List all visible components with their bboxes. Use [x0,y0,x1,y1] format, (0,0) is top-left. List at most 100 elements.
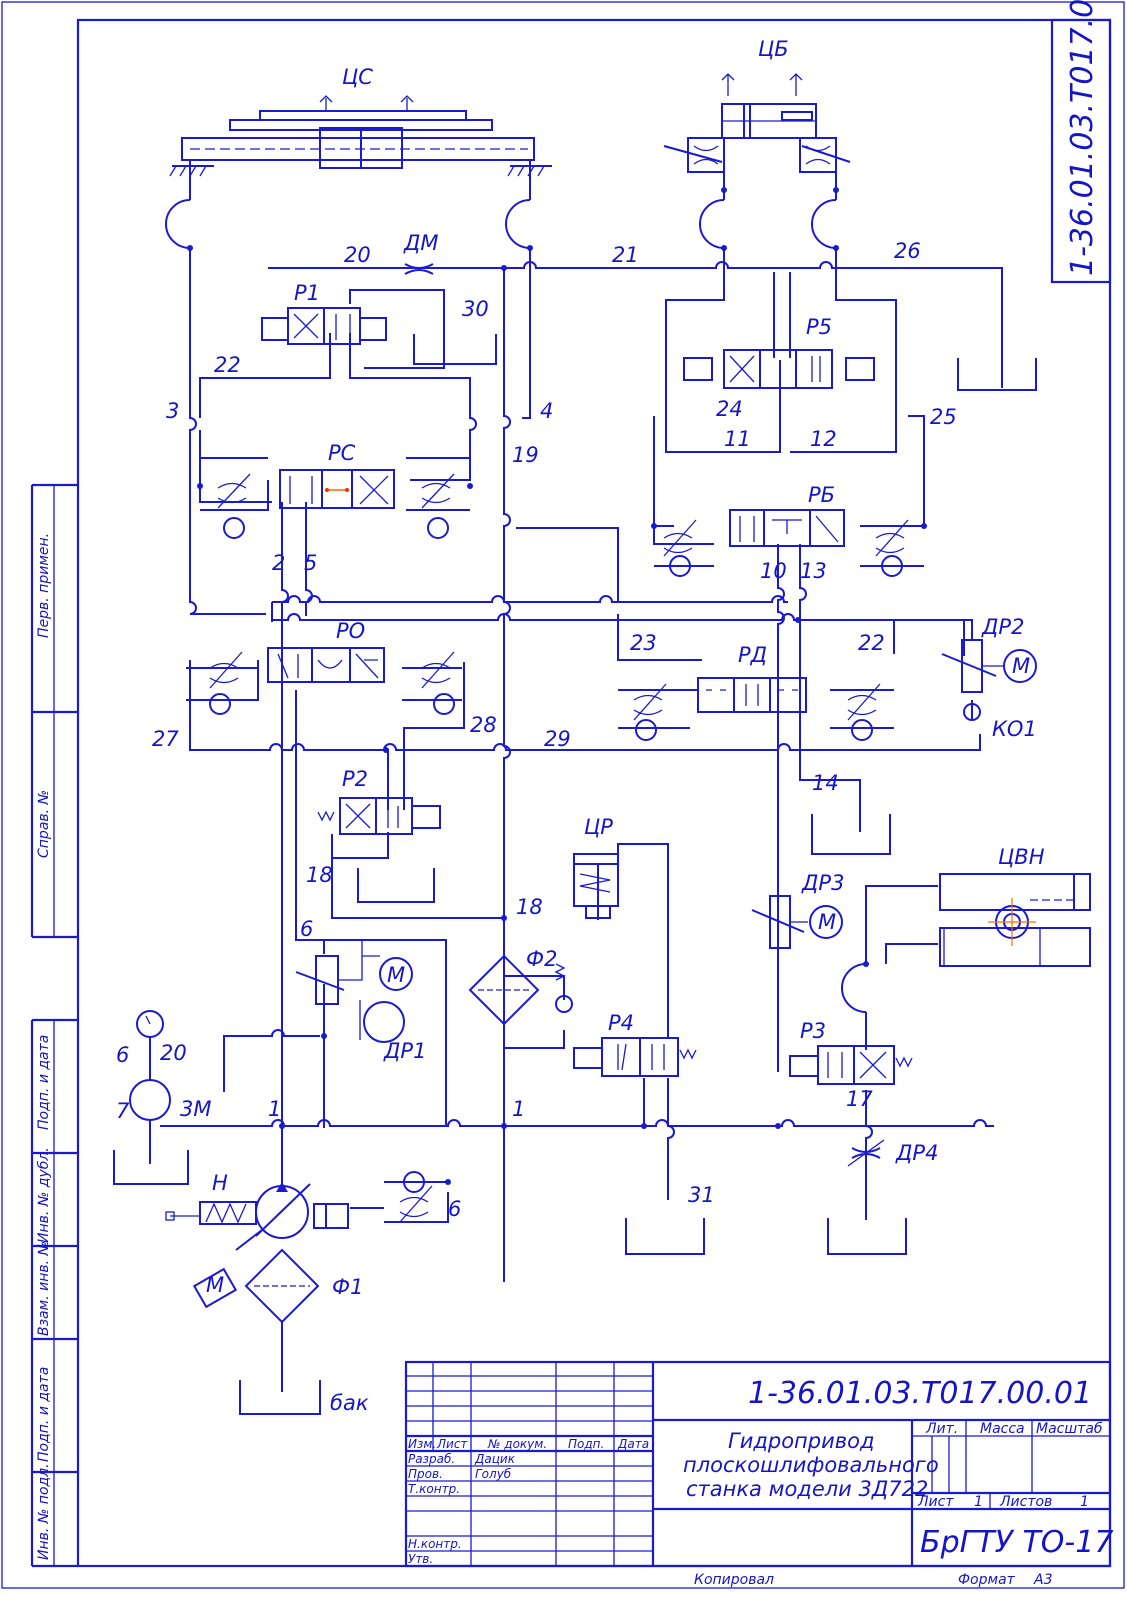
code-stamp-box [1050,18,1112,284]
line-no-6-left: 6 [116,1043,129,1067]
label-dm: ДМ [403,231,439,255]
tb-role-3: Н.контр. [408,1537,462,1551]
side-label-sign-date-2: Подп. и дата [36,1367,52,1462]
line-no-17: 17 [846,1087,873,1111]
cylinder-cvn [841,873,1091,1013]
line-no-22-top: 22 [214,353,241,377]
tb-title-line-2: плоскошлифовального [683,1453,939,1477]
label-dr4: ДР4 [895,1141,938,1165]
tb-name-1: Голуб [475,1467,512,1481]
tb-col-doc: № докум. [487,1437,547,1451]
cylinder-cb [663,73,851,249]
tb-sheets-label: Листов [999,1494,1052,1510]
tank-14 [811,814,891,855]
line-no-25: 25 [930,405,957,429]
valve-r3 [789,1045,913,1085]
tb-role-2: Т.контр. [408,1482,460,1496]
label-tank: бак [330,1391,369,1415]
format-value: А3 [1033,1572,1052,1588]
throttle-dm [404,263,434,275]
throttle-dr3 [751,895,843,949]
tb-title-line-1: Гидропривод [728,1429,875,1453]
label-f1: Ф1 [332,1275,363,1299]
valve-rd [697,677,807,713]
tb-sheet-label: Лист [917,1494,954,1510]
tank-30 [413,334,497,365]
tb-lit: Лит. [925,1421,958,1437]
rotated-drawing-code: 1-36.01.03.T017.00.01 [1065,0,1100,276]
valve-r2 [317,797,441,835]
side-label-sign-date-1: Подп. и дата [36,1035,52,1130]
line-no-7: 7 [116,1099,130,1123]
line-no-26: 26 [894,239,921,263]
tb-role-1: Пров. [408,1467,443,1481]
label-r3: Р3 [800,1019,826,1043]
label-cb: ЦБ [758,37,789,61]
tb-title-line-3: станка модели 3Д722 [686,1477,928,1501]
line-no-20: 20 [344,243,371,267]
line-no-14: 14 [812,771,839,795]
pipelines [160,248,1003,1282]
tb-org: БрГТУ ТО-17 [920,1525,1113,1560]
filter-f1 [239,1248,321,1415]
line-no-20-bottom: 20 [160,1041,187,1065]
line-no-21: 21 [612,243,639,267]
cylinder-cr [573,853,619,920]
tank-31 [625,1218,705,1255]
label-zm: 3М [180,1097,211,1121]
label-r5: Р5 [806,315,832,339]
line-no-13: 13 [800,559,827,583]
title-block [404,1360,1112,1568]
line-no-23: 23 [630,631,657,655]
tank-26 [957,358,1037,391]
tb-col-sign: Подп. [568,1437,604,1451]
label-r2: Р2 [342,767,368,791]
motor-dr2: М [1012,654,1030,678]
tb-drawing-code: 1-36.01.03.T017.00.01 [748,1376,1092,1411]
side-label-ref-no: Справ. № [36,790,52,858]
line-no-10: 10 [760,559,787,583]
label-rb: РБ [808,483,835,507]
line-no-31: 31 [688,1183,715,1207]
gauge-3m [113,1010,189,1185]
side-strip [30,483,78,1568]
valve-rb [729,509,845,547]
motor-dr1: М [387,963,405,987]
line-no-19: 19 [512,443,539,467]
label-cs: ЦС [342,65,373,89]
line-no-11: 11 [724,427,751,451]
label-cvn: ЦВН [998,845,1045,869]
format-label: Формат [958,1572,1016,1588]
label-r1: Р1 [294,281,320,305]
line-no-24: 24 [716,397,743,421]
valve-r1 [261,307,387,345]
line-no-3: 3 [166,399,179,423]
valve-r5 [683,349,875,389]
tank-dr4 [827,1218,907,1255]
side-label-first-use: Перв. примен. [36,533,52,638]
label-dr3: ДР3 [801,871,844,895]
tb-sheets-no: 1 [1080,1494,1089,1510]
tb-role-0: Разраб. [408,1452,455,1466]
label-cr: ЦР [584,815,613,839]
line-no-30: 30 [462,297,489,321]
throttle-dr4 [847,1139,885,1167]
tank-18 [357,868,435,903]
label-ko1: КО1 [992,717,1037,741]
label-rd: РД [738,643,767,667]
tb-col-izm: Изм. [408,1437,436,1451]
line-no-27: 27 [152,727,179,751]
side-label-repl-inv: Взам. инв. № [36,1241,52,1336]
line-no-1-left: 1 [268,1097,281,1121]
inner-frame [76,18,1112,1568]
label-r4: Р4 [608,1011,634,1035]
side-label-dup-inv: Инв. № дубл. [36,1147,52,1243]
line-no-5: 5 [304,551,317,575]
line-no-18-mid: 18 [516,895,543,919]
throttle-dr2 [941,639,1037,721]
tb-col-list: Лист [436,1437,468,1451]
line-no-29: 29 [544,727,571,751]
